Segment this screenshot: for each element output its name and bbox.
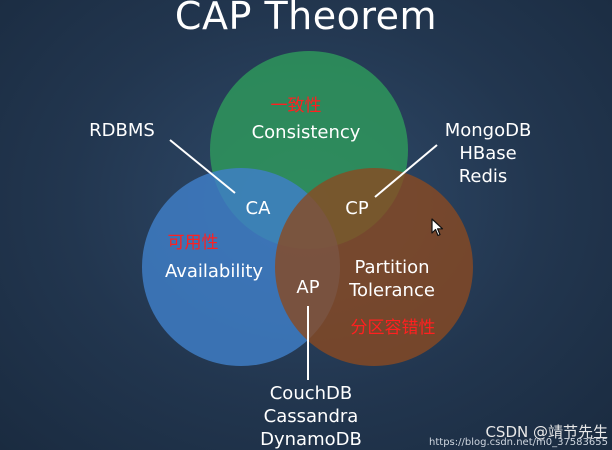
partition-circle	[275, 168, 473, 366]
consistency-label: Consistency	[252, 122, 361, 143]
cp-intersection-label: CP	[345, 198, 369, 219]
ap-example-cassandra: Cassandra	[264, 406, 359, 427]
watermark-brand: CSDN @靖节先生	[485, 423, 608, 441]
watermark-url: https://blog.csdn.net/m0_37583655	[429, 437, 608, 448]
partition-label-line2: Tolerance	[348, 280, 435, 301]
ap-intersection-label: AP	[296, 277, 319, 298]
ap-example-dynamodb: DynamoDB	[260, 429, 362, 450]
cp-example-mongodb: MongoDB	[445, 120, 532, 141]
availability-cn-label: 可用性	[168, 233, 219, 253]
availability-label: Availability	[165, 261, 263, 282]
partition-label-line1: Partition	[354, 257, 429, 278]
watermark: CSDN @靖节先生 https://blog.csdn.net/m0_3758…	[429, 425, 608, 448]
cp-example-hbase: HBase	[459, 143, 516, 164]
mouse-cursor-icon	[431, 218, 444, 237]
partition-cn-label: 分区容错性	[351, 318, 436, 338]
ca-example-rdbms: RDBMS	[89, 120, 155, 141]
rdbms-connector-line	[169, 139, 236, 194]
ap-example-couchdb: CouchDB	[270, 383, 353, 404]
ca-intersection-label: CA	[246, 198, 272, 219]
page-title: CAP Theorem	[174, 0, 438, 38]
cp-example-redis: Redis	[459, 166, 508, 187]
cp-connector-line	[374, 144, 438, 198]
consistency-cn-label: 一致性	[271, 96, 322, 116]
